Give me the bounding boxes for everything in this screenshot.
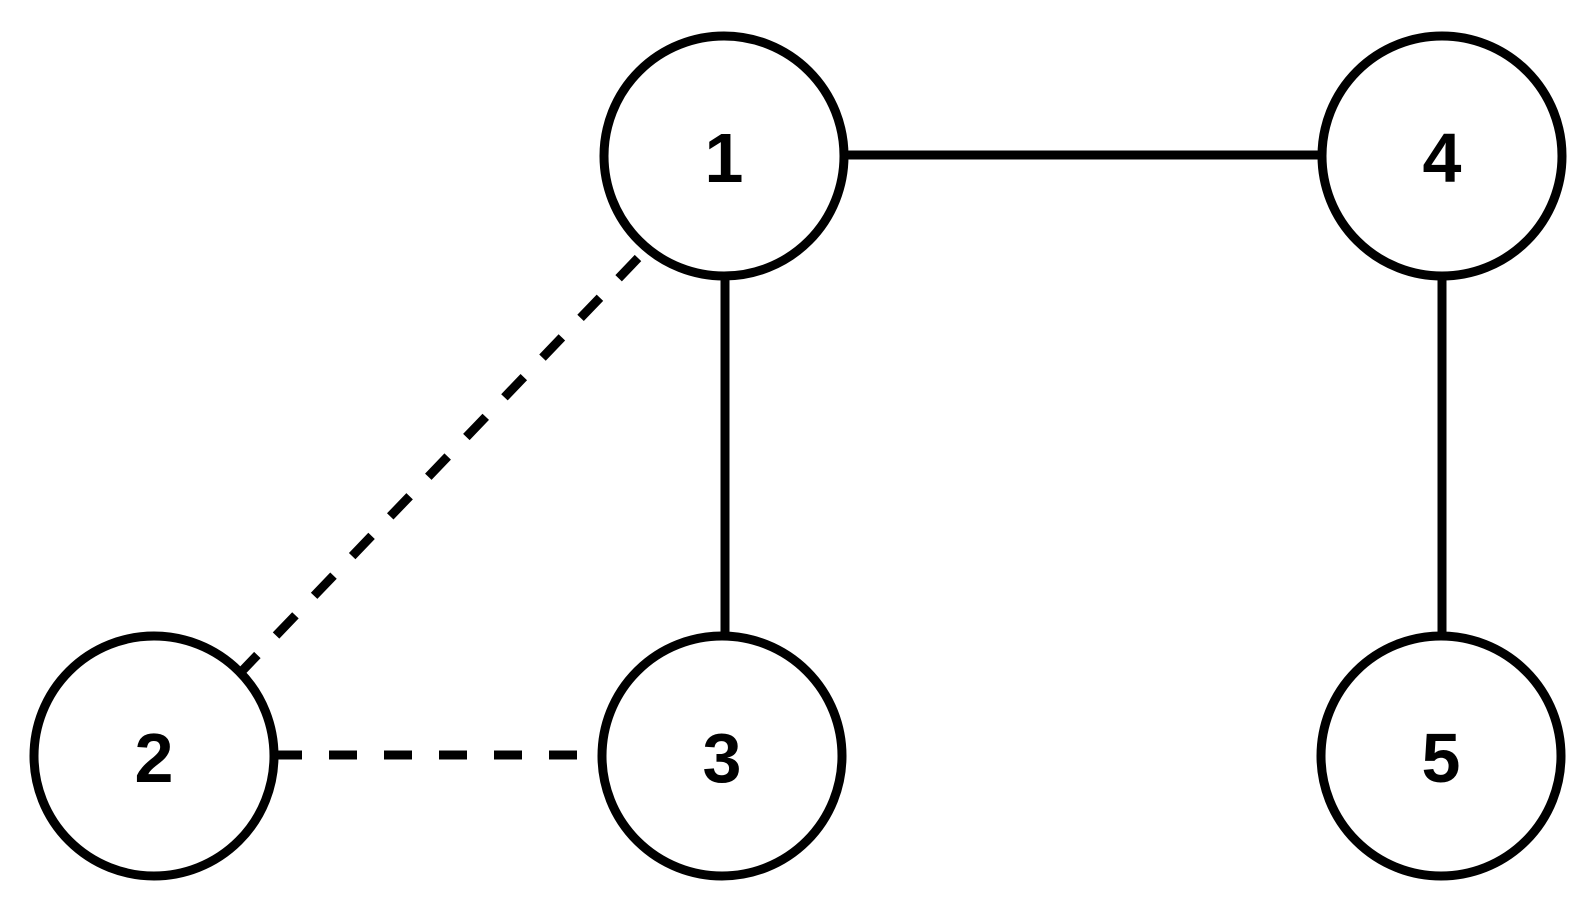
node-4-label: 4 bbox=[1423, 119, 1462, 197]
node-5-label: 5 bbox=[1422, 719, 1461, 797]
node-1-circle[interactable] bbox=[599, 31, 849, 281]
node-4-circle[interactable] bbox=[1317, 31, 1567, 281]
node-5[interactable]: 5 bbox=[1316, 631, 1566, 881]
node-3[interactable]: 3 bbox=[597, 631, 847, 881]
node-3-label: 3 bbox=[703, 719, 742, 797]
node-4[interactable]: 4 bbox=[1317, 31, 1567, 281]
node-1-label: 1 bbox=[705, 119, 744, 197]
node-2-label: 2 bbox=[135, 719, 174, 797]
node-2[interactable]: 2 bbox=[29, 631, 279, 881]
node-2-circle[interactable] bbox=[29, 631, 279, 881]
edges-layer bbox=[239, 150, 1447, 760]
edge-1-2 bbox=[239, 254, 642, 674]
node-1[interactable]: 1 bbox=[599, 31, 849, 281]
node-5-circle[interactable] bbox=[1316, 631, 1566, 881]
node-3-circle[interactable] bbox=[597, 631, 847, 881]
nodes-layer: 1 2 3 4 5 bbox=[29, 31, 1567, 881]
